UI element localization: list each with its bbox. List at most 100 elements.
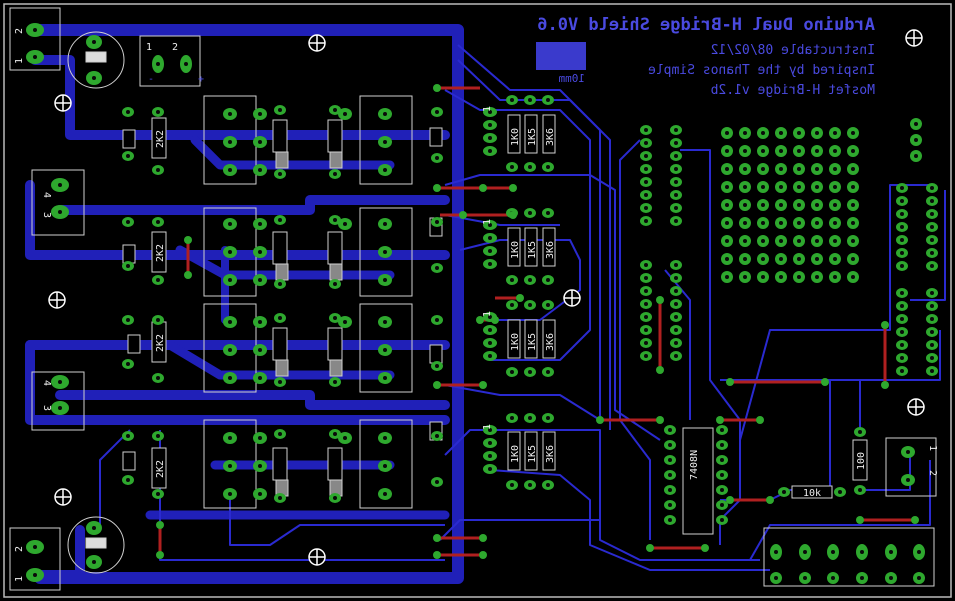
pad-hole bbox=[674, 180, 678, 184]
pad-hole bbox=[258, 222, 262, 226]
pad-hole bbox=[333, 172, 337, 176]
via bbox=[726, 496, 734, 504]
pad-hole bbox=[435, 220, 439, 224]
pad-hole bbox=[546, 483, 550, 487]
pad-hole bbox=[668, 428, 672, 432]
pad-hole bbox=[743, 275, 747, 279]
pad-hole bbox=[488, 110, 492, 114]
pad-hole bbox=[674, 263, 678, 267]
pad-hole bbox=[126, 264, 130, 268]
pad-hole bbox=[258, 464, 262, 468]
pad-hole bbox=[528, 416, 532, 420]
label-1k5: 1K5 bbox=[527, 241, 538, 259]
pin-label: 1 bbox=[14, 576, 25, 582]
via bbox=[596, 416, 604, 424]
pad-hole bbox=[383, 320, 387, 324]
pad-hole bbox=[156, 110, 160, 114]
pad-hole bbox=[779, 239, 783, 243]
pad-hole bbox=[184, 62, 188, 66]
pad-hole bbox=[383, 464, 387, 468]
pad-hole bbox=[743, 203, 747, 207]
pad-hole bbox=[228, 112, 232, 116]
pad-hole bbox=[33, 28, 37, 32]
label-2k2: 2K2 bbox=[155, 130, 166, 148]
pad-hole bbox=[343, 112, 347, 116]
pad-hole bbox=[674, 302, 678, 306]
pad-hole bbox=[779, 185, 783, 189]
pad-hole bbox=[510, 278, 514, 282]
pad-hole bbox=[488, 341, 492, 345]
pad-hole bbox=[860, 550, 864, 554]
pad-hole bbox=[743, 149, 747, 153]
pad-hole bbox=[779, 221, 783, 225]
pad-hole bbox=[761, 239, 765, 243]
pad-hole bbox=[510, 416, 514, 420]
pad-hole bbox=[644, 263, 648, 267]
pad-hole bbox=[851, 185, 855, 189]
pad-hole bbox=[720, 488, 724, 492]
pad-hole bbox=[156, 434, 160, 438]
via bbox=[656, 296, 664, 304]
pad-hole bbox=[668, 473, 672, 477]
pad-hole bbox=[278, 282, 282, 286]
pad-hole bbox=[674, 128, 678, 132]
pad-hole bbox=[725, 131, 729, 135]
via bbox=[911, 516, 919, 524]
via bbox=[881, 381, 889, 389]
pad-hole bbox=[435, 364, 439, 368]
pin-label: 4 bbox=[41, 192, 52, 198]
pad-hole bbox=[900, 264, 904, 268]
pad-hole bbox=[383, 492, 387, 496]
pad-hole bbox=[278, 380, 282, 384]
board-line3: Mosfet H-Bridge v1.2b bbox=[710, 83, 875, 98]
pad-hole bbox=[644, 154, 648, 158]
pad-hole bbox=[900, 291, 904, 295]
via bbox=[156, 551, 164, 559]
pad-hole bbox=[278, 172, 282, 176]
pad-hole bbox=[797, 275, 801, 279]
label-1k0: 1K0 bbox=[510, 333, 521, 351]
pad-hole bbox=[674, 167, 678, 171]
pad-hole bbox=[333, 108, 337, 112]
pad-hole bbox=[546, 98, 550, 102]
pad-hole bbox=[900, 304, 904, 308]
label-2k2: 2K2 bbox=[155, 460, 166, 478]
pad-hole bbox=[644, 167, 648, 171]
pad-hole bbox=[278, 432, 282, 436]
pad-hole bbox=[156, 220, 160, 224]
pad-hole bbox=[761, 167, 765, 171]
pad-hole bbox=[644, 206, 648, 210]
pad-hole bbox=[774, 576, 778, 580]
pad-hole bbox=[725, 203, 729, 207]
pad-hole bbox=[674, 354, 678, 358]
pin-label: 1 bbox=[482, 106, 493, 112]
via bbox=[433, 84, 441, 92]
pin-label: + bbox=[198, 74, 204, 85]
pad-hole bbox=[528, 98, 532, 102]
pad-hole bbox=[815, 239, 819, 243]
via bbox=[509, 184, 517, 192]
pad-hole bbox=[156, 376, 160, 380]
pad-hole bbox=[33, 573, 37, 577]
pad-hole bbox=[58, 210, 62, 214]
pad-hole bbox=[258, 278, 262, 282]
pad-hole bbox=[156, 62, 160, 66]
pad-hole bbox=[228, 436, 232, 440]
pad-hole bbox=[900, 317, 904, 321]
pad-hole bbox=[833, 203, 837, 207]
label-2k2: 2K2 bbox=[155, 334, 166, 352]
pad-hole bbox=[488, 441, 492, 445]
pad-hole bbox=[833, 185, 837, 189]
pad-hole bbox=[743, 221, 747, 225]
pad-hole bbox=[488, 136, 492, 140]
pad-hole bbox=[779, 131, 783, 135]
label-2k2: 2K2 bbox=[155, 244, 166, 262]
pad-hole bbox=[720, 473, 724, 477]
label-3k6: 3K6 bbox=[545, 241, 556, 259]
pad-hole bbox=[528, 278, 532, 282]
pad-hole bbox=[126, 362, 130, 366]
pad-hole bbox=[435, 434, 439, 438]
via bbox=[479, 534, 487, 542]
pad-hole bbox=[815, 203, 819, 207]
pad-hole bbox=[546, 278, 550, 282]
